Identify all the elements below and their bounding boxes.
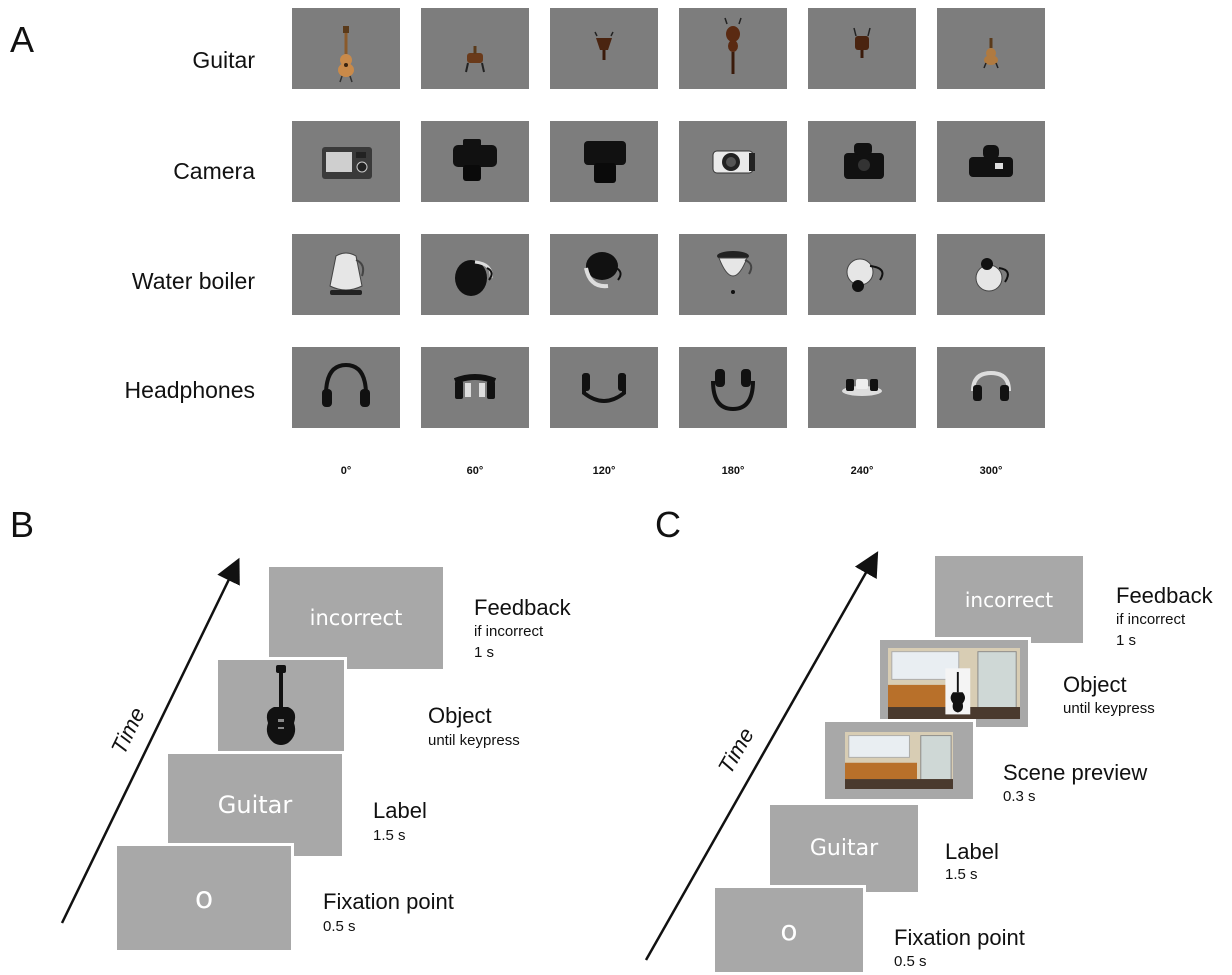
row-label-camera: Camera [173,158,255,184]
camera-view-0 [292,121,400,202]
feedback-title-b: Feedback [474,595,571,620]
headphones-view-180 [679,347,787,428]
headphones-view-120 [550,347,658,428]
label-sub1-b: 1.5 s [373,827,406,844]
feedback-sub2-b: 1 s [474,644,495,661]
object-screen-b [215,657,347,757]
water-boiler-view-60 [421,234,529,315]
row-label-water-boiler: Water boiler [131,268,255,294]
guitar-view-240 [808,8,916,89]
guitar-view-300 [937,8,1045,89]
fixation-sub1-c: 0.5 s [894,953,927,970]
scene-preview-screen-c [822,719,976,802]
angle-label-180: 180° [721,465,745,477]
row-label-guitar: Guitar [192,47,255,73]
water-boiler-view-0 [292,234,400,315]
feedback-sub1-c: if incorrect [1116,611,1186,628]
label-screen-text-c: Guitar [809,836,879,861]
feedback-sub1-b: if incorrect [474,623,544,640]
panel-a-letter: A [10,19,35,60]
feedback-screen-c: incorrect [932,553,1086,646]
camera-view-180 [679,121,787,202]
feedback-screen-text-c: incorrect [964,587,1054,612]
camera-view-60 [421,121,529,202]
angle-label-60: 60° [466,465,484,477]
headphones-view-60 [421,347,529,428]
object-sub1-b: until keypress [428,732,520,749]
angle-label-300: 300° [979,465,1003,477]
label-title-c: Label [945,839,999,864]
label-screen-text-b: Guitar [217,791,293,819]
scene-preview-sub1-c: 0.3 s [1003,788,1036,805]
time-arrow-c [644,551,879,961]
object-sub1-c: until keypress [1063,700,1155,717]
camera-view-300 [937,121,1045,202]
headphones-view-0 [292,347,400,428]
object-title-b: Object [428,703,492,728]
guitar-view-180 [679,8,787,89]
camera-view-120 [550,121,658,202]
fixation-screen-c: o [712,885,866,975]
object-screen-c [877,637,1031,730]
water-boiler-view-180 [679,234,787,315]
guitar-view-0 [292,8,400,89]
angle-label-0: 0° [340,465,352,477]
fixation-screen-text-c: o [780,913,798,947]
feedback-sub2-c: 1 s [1116,632,1137,649]
guitar-icon [266,664,296,745]
panel-c-letter: C [655,504,681,545]
water-boiler-view-300 [937,234,1045,315]
feedback-screen-b: incorrect [266,564,446,672]
headphones-view-300 [937,347,1045,428]
time-arrow-b [60,557,240,924]
camera-view-240 [808,121,916,202]
bathroom-scene-image [845,732,953,789]
fixation-screen-text-b: o [194,880,214,916]
fixation-title-b: Fixation point [323,889,454,914]
object-title-c: Object [1063,672,1127,697]
label-screen-b: Guitar [165,751,345,859]
headphones-view-240 [808,347,916,428]
feedback-title-c: Feedback [1116,583,1213,608]
feedback-screen-text-b: incorrect [309,606,403,630]
fixation-sub1-b: 0.5 s [323,918,356,935]
guitar-view-60 [421,8,529,89]
fixation-screen-b: o [114,843,294,953]
bathroom-scene-with-guitar-image [888,648,1020,719]
label-screen-c: Guitar [767,802,921,895]
label-sub1-c: 1.5 s [945,866,978,883]
water-boiler-view-240 [808,234,916,315]
water-boiler-view-120 [550,234,658,315]
scene-preview-title-c: Scene preview [1003,760,1148,785]
label-title-b: Label [373,798,427,823]
fixation-title-c: Fixation point [894,925,1025,950]
angle-label-240: 240° [850,465,874,477]
panel-b-letter: B [10,504,35,545]
row-label-headphones: Headphones [124,377,255,403]
angle-label-120: 120° [592,465,616,477]
guitar-view-120 [550,8,658,89]
